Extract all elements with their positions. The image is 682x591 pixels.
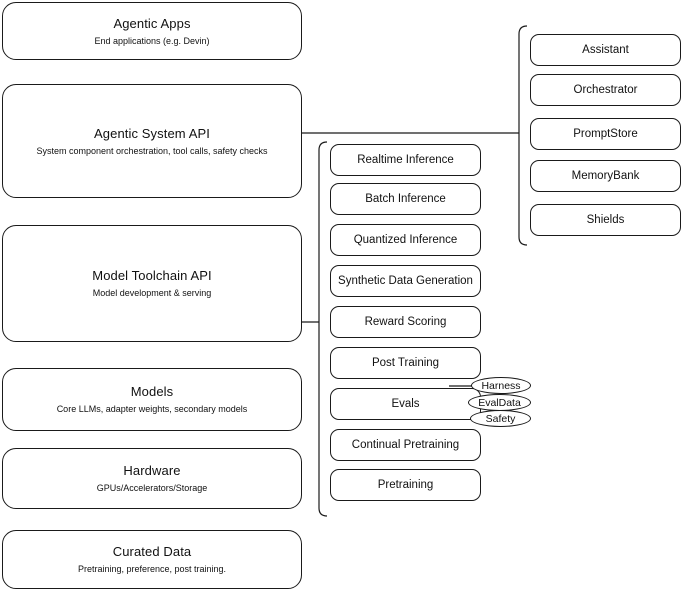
toolchain-item-pretraining[interactable]: Pretraining [330,469,481,501]
layer-hardware[interactable]: Hardware GPUs/Accelerators/Storage [2,448,302,509]
agentic-component-shields[interactable]: Shields [530,204,681,236]
toolchain-item-label: Batch Inference [365,193,446,205]
agentic-component-assistant[interactable]: Assistant [530,34,681,66]
layer-subtitle: Model development & serving [92,288,212,298]
evals-subcomponent-safety[interactable]: Safety [470,410,531,427]
toolchain-item-reward-scoring[interactable]: Reward Scoring [330,306,481,338]
layer-title: Model Toolchain API [92,268,212,283]
layer-title: Hardware [123,463,181,478]
bracket-agentic-components [518,25,528,246]
evals-subcomponent-harness[interactable]: Harness [471,377,531,394]
layer-agentic-apps[interactable]: Agentic Apps End applications (e.g. Devi… [2,2,302,60]
toolchain-item-realtime-inference[interactable]: Realtime Inference [330,144,481,176]
layer-subtitle: Core LLMs, adapter weights, secondary mo… [56,404,248,414]
toolchain-item-label: Post Training [371,357,440,369]
agentic-component-label: Orchestrator [573,84,638,96]
layer-subtitle: GPUs/Accelerators/Storage [96,483,208,493]
toolchain-item-synthetic-data-generation[interactable]: Synthetic Data Generation [330,265,481,297]
evals-subcomponent-evaldata[interactable]: EvalData [468,394,531,411]
toolchain-item-label: Quantized Inference [353,234,458,246]
toolchain-item-label: Reward Scoring [364,316,447,328]
layer-curated-data[interactable]: Curated Data Pretraining, preference, po… [2,530,302,589]
agentic-component-memorybank[interactable]: MemoryBank [530,160,681,192]
agentic-component-orchestrator[interactable]: Orchestrator [530,74,681,106]
layer-models[interactable]: Models Core LLMs, adapter weights, secon… [2,368,302,431]
toolchain-item-label: Realtime Inference [357,154,454,166]
evals-subcomponent-label: Harness [481,379,521,392]
layer-agentic-system-api[interactable]: Agentic System API System component orch… [2,84,302,198]
bracket-toolchain-components [318,141,328,517]
agentic-component-label: Assistant [582,44,629,56]
evals-subcomponent-label: EvalData [478,396,521,409]
toolchain-item-quantized-inference[interactable]: Quantized Inference [330,224,481,256]
layer-title: Agentic System API [94,125,210,141]
layer-subtitle: System component orchestration, tool cal… [36,145,268,156]
toolchain-item-batch-inference[interactable]: Batch Inference [330,183,481,215]
toolchain-item-label: Continual Pretraining [351,439,460,451]
toolchain-item-label: Pretraining [377,479,434,491]
layer-title: Models [130,384,174,399]
layer-subtitle: Pretraining, preference, post training. [77,564,227,574]
evals-subcomponent-label: Safety [485,412,516,425]
agentic-component-label: Shields [586,214,625,226]
layer-subtitle: End applications (e.g. Devin) [94,35,210,46]
agentic-component-label: PromptStore [573,128,638,140]
toolchain-item-evals[interactable]: Evals [330,388,481,420]
toolchain-item-label: Synthetic Data Generation [338,275,473,287]
layer-title: Agentic Apps [113,15,191,31]
agentic-component-label: MemoryBank [571,170,640,182]
agentic-component-promptstore[interactable]: PromptStore [530,118,681,150]
layer-title: Curated Data [112,544,192,559]
toolchain-item-continual-pretraining[interactable]: Continual Pretraining [330,429,481,461]
layer-model-toolchain-api[interactable]: Model Toolchain API Model development & … [2,225,302,342]
toolchain-item-post-training[interactable]: Post Training [330,347,481,379]
toolchain-item-label: Evals [391,398,420,410]
